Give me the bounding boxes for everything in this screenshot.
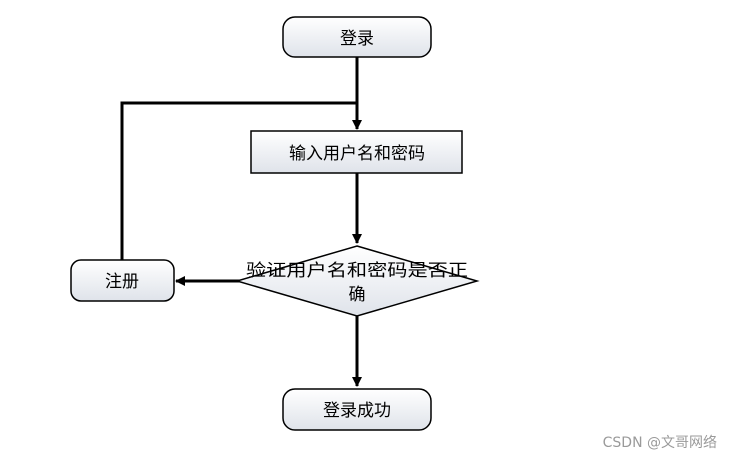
edge-register-loop: [120, 101, 357, 260]
node-login: 登录: [282, 16, 432, 58]
watermark: CSDN @文哥网络: [602, 435, 717, 451]
node-verify-label-line2: 确: [349, 285, 366, 305]
node-verify-label-line1: 验证用户名和密码是否正: [246, 261, 468, 281]
node-login-label: 登录: [340, 29, 374, 49]
node-register: 注册: [70, 259, 175, 302]
node-input: 输入用户名和密码: [250, 130, 463, 174]
node-input-label: 输入用户名和密码: [289, 144, 425, 164]
connectors: [120, 57, 362, 387]
node-success: 登录成功: [282, 388, 432, 431]
node-success-label: 登录成功: [323, 401, 391, 421]
node-register-label: 注册: [105, 272, 139, 292]
node-verify: 验证用户名和密码是否正 确: [234, 245, 480, 317]
